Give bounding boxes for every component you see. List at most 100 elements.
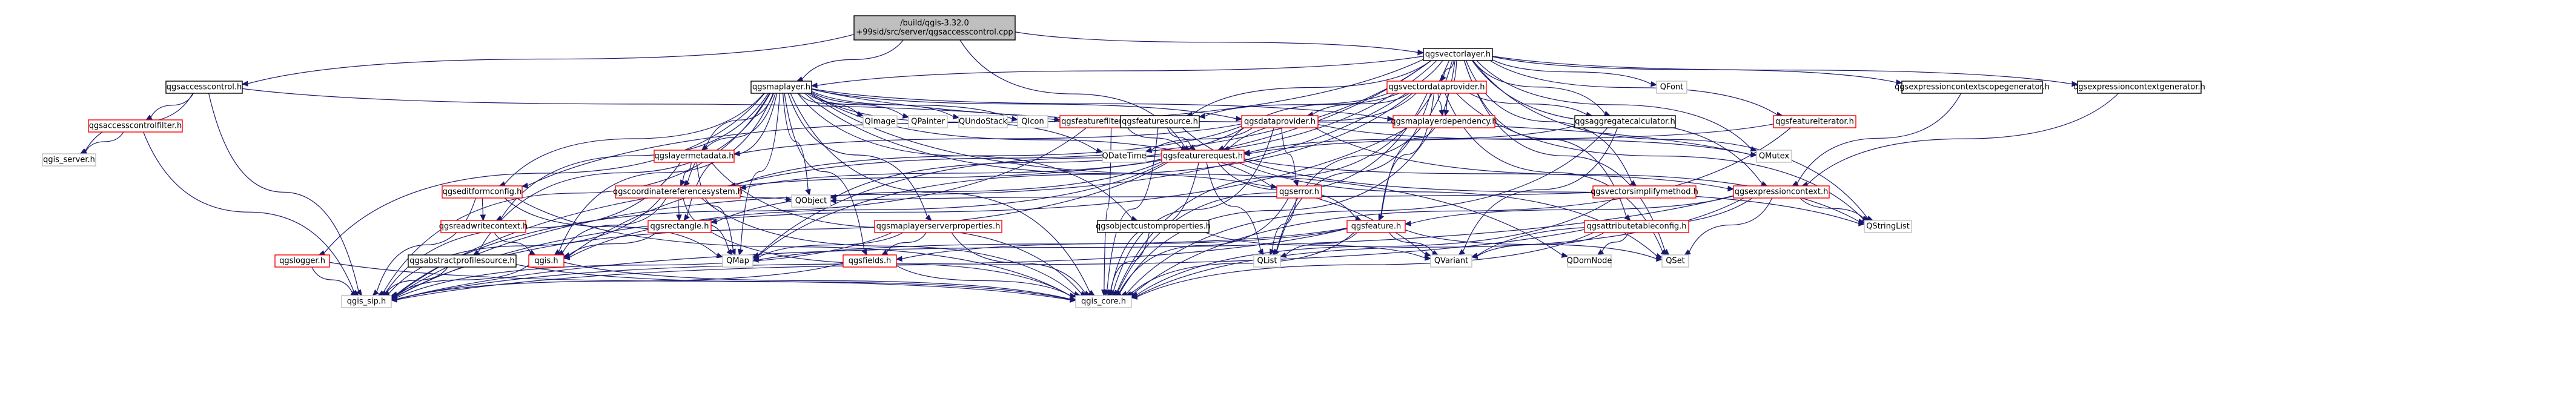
edge-vdp_h-to-qstringlist: [1455, 93, 1869, 222]
node-qgsvectorsimplifymethod-h[interactable]: qgsvectorsimplifymethod.h: [1591, 185, 1698, 199]
node-label: qgslayermetadata.h: [654, 152, 733, 161]
node-qgis-h[interactable]: qgis.h: [528, 254, 565, 268]
node-qgsmaplayer-h[interactable]: qgsmaplayer.h: [750, 81, 812, 94]
node-qgsexpressioncontextgenerator-h[interactable]: qgsexpressioncontextgenerator.h: [2073, 81, 2205, 94]
node-qgsvectordataprovider-h[interactable]: qgsvectordataprovider.h: [1386, 81, 1487, 94]
node-label: qgsaggregatecalculator.h: [1575, 117, 1675, 127]
node-label: qgsvectordataprovider.h: [1389, 83, 1485, 92]
edge-fr_h-to-ec_h: [1243, 158, 1735, 192]
node-label: QImage: [865, 117, 896, 127]
node-qgsrectangle-h[interactable]: qgsrectangle.h: [647, 220, 712, 233]
node-label: qgsexpressioncontextgenerator.h: [2073, 83, 2205, 92]
edge-lmd_h-to-qmap: [696, 162, 736, 256]
edge-aps_h-to-qgis_core: [515, 264, 1077, 303]
node-qgsreadwritecontext-h[interactable]: qgsreadwritecontext.h: [439, 220, 528, 233]
edge-acf_h-to-qgis_server: [80, 131, 124, 154]
node-qgsfeaturesource-h[interactable]: qgsfeaturesource.h: [1120, 115, 1200, 128]
node-qgsaggregatecalculator-h[interactable]: qgsaggregatecalculator.h: [1574, 115, 1676, 128]
edge-vdp_h-to-dp_h: [1306, 93, 1409, 117]
edge-vdp_h-to-fs_h: [1198, 93, 1389, 119]
node-qgsabstractprofilesource-h[interactable]: qgsabstractprofilesource.h: [408, 254, 517, 268]
node-label: QFont: [1660, 83, 1684, 92]
node-qgsfeatureiterator-h[interactable]: qgsfeatureiterator.h: [1773, 115, 1856, 128]
edge-fr_h-to-qstringlist: [1243, 160, 1866, 226]
node-qgsexpressioncontext-h[interactable]: qgsexpressioncontext.h: [1733, 185, 1830, 199]
edge-ml_h-to-qdomnode: [809, 93, 1569, 258]
node-label: QList: [1257, 257, 1277, 266]
node-qgslayermetadata-h[interactable]: qgslayermetadata.h: [654, 150, 735, 163]
node-qvariant: QVariant: [1430, 254, 1472, 268]
node-label: QObject: [795, 197, 827, 206]
node-qgslogger-h[interactable]: qgslogger.h: [274, 254, 330, 268]
edge-atc_h-to-qvariant: [1471, 232, 1604, 259]
node-qlist: QList: [1253, 254, 1281, 268]
node-qfont: QFont: [1656, 81, 1687, 94]
node-label: QSet: [1666, 257, 1685, 266]
edge-atc_h-to-qgis_sip: [390, 229, 1585, 303]
root-file-node[interactable]: /build/qgis-3.32.0+99sid/src/server/qgsa…: [853, 15, 1016, 41]
node-label: qgscoordinatereferencesystem.h: [613, 188, 743, 197]
edge-feat_h-to-qmap: [752, 228, 1348, 263]
node-label: qgsfeature.h: [1351, 222, 1402, 231]
node-label: QDomNode: [1567, 257, 1612, 266]
edge-root-to-vl_h: [1015, 31, 1425, 56]
node-qmap: QMap: [722, 254, 753, 268]
node-label: qgsrectangle.h: [650, 222, 709, 231]
edge-vl_h-to-vdp_h: [1440, 60, 1455, 82]
node-qgsfields-h[interactable]: qgsfields.h: [843, 254, 897, 268]
edge-dp_h-to-qdatetime: [1145, 127, 1253, 153]
edge-root-to-ac_h: [241, 34, 855, 87]
node-qgseditformconfig-h[interactable]: qgseditformconfig.h: [442, 185, 523, 199]
node-qgsaccesscontrol-h[interactable]: qgsaccesscontrol.h: [165, 81, 243, 94]
edge-ml_h-to-fields_h: [784, 93, 867, 256]
edge-lmd_h-to-crs_h: [680, 162, 692, 187]
node-qgserror-h[interactable]: qgserror.h: [1276, 185, 1322, 199]
node-qgsdataprovider-h[interactable]: qgsdataprovider.h: [1241, 115, 1319, 128]
node-label: qgsvectorsimplifymethod.h: [1591, 188, 1698, 197]
edge-ml_h-to-dp_h: [811, 88, 1243, 122]
edge-agg_h-to-qgis_core: [1120, 127, 1608, 297]
edge-ec_h-to-qgis_sip: [390, 195, 1734, 302]
node-qdatetime: QDateTime: [1102, 150, 1147, 163]
node-label: qgsabstractprofilesource.h: [409, 257, 515, 266]
node-qgscoordinatereferencesystem-h[interactable]: qgscoordinatereferencesystem.h: [613, 185, 743, 199]
edge-ec_h-to-qset: [1684, 197, 1773, 256]
edge-vl_h-to-qfont: [1492, 59, 1658, 87]
node-qgsobjectcustomproperties-h[interactable]: qgsobjectcustomproperties.h: [1096, 220, 1211, 233]
edge-agg_h-to-qvariant: [1458, 127, 1618, 256]
node-qgsfeaturerequest-h[interactable]: qgsfeaturerequest.h: [1161, 150, 1245, 163]
edge-ocp_h-to-qvariant: [1205, 232, 1432, 261]
node-qset: QSet: [1661, 254, 1689, 268]
node-qgis-sip-h: qgis_sip.h: [341, 295, 392, 308]
edge-atc_h-to-qgis_core: [1130, 232, 1594, 300]
node-qgsmaplayerserverproperties-h[interactable]: qgsmaplayerserverproperties.h: [874, 220, 1002, 233]
edge-ac_h-to-ffp_h: [242, 88, 1061, 123]
edge-vsm_h-to-qobject: [829, 192, 1594, 204]
node-label: qgsdataprovider.h: [1244, 117, 1316, 127]
edge-fi_h-to-fr_h: [1243, 124, 1774, 157]
node-qgsfeature-h[interactable]: qgsfeature.h: [1346, 220, 1406, 233]
node-label: qgseditformconfig.h: [443, 188, 522, 197]
node-label: QUndoStack: [959, 117, 1008, 127]
edge-ecg_h-to-ec_h: [1801, 93, 2119, 187]
node-label: qgsfeatureiterator.h: [1775, 117, 1854, 127]
edge-vdp_h-to-mld_h: [1437, 93, 1445, 117]
edge-ml_h-to-qmap: [738, 93, 781, 256]
edge-efc_h-to-rwc_h: [480, 197, 486, 222]
edge-dp_h-to-lmd_h: [733, 124, 1242, 157]
node-label: qgsmaplayer.h: [752, 83, 810, 92]
edge-vdp_h-to-qset: [1445, 93, 1668, 256]
node-qdomnode: QDomNode: [1567, 254, 1612, 268]
node-label: qgis_sip.h: [347, 297, 386, 306]
edge-fr_h-to-crs_h: [739, 159, 1162, 191]
node-qgsvectorlayer-h[interactable]: qgsvectorlayer.h: [1423, 48, 1493, 61]
node-qgsexpressioncontextscopegenerator-h[interactable]: qgsexpressioncontextscopegenerator.h: [1895, 81, 2050, 94]
node-qgsattributetableconfig-h[interactable]: qgsattributetableconfig.h: [1584, 220, 1689, 233]
node-qgsmaplayerdependency-h[interactable]: qgsmaplayerdependency.h: [1391, 115, 1497, 128]
edge-vl_h-to-agg_h: [1472, 60, 1611, 116]
edge-vl_h-to-ecg_h: [1492, 56, 2079, 87]
edge-root-to-fr_h: [959, 39, 1191, 151]
node-qgsaccesscontrolfilter-h[interactable]: qgsaccesscontrolfilter.h: [88, 119, 183, 133]
edge-ec_h-to-feat_h: [1404, 196, 1734, 226]
node-label: qgsfeaturerequest.h: [1163, 152, 1243, 161]
